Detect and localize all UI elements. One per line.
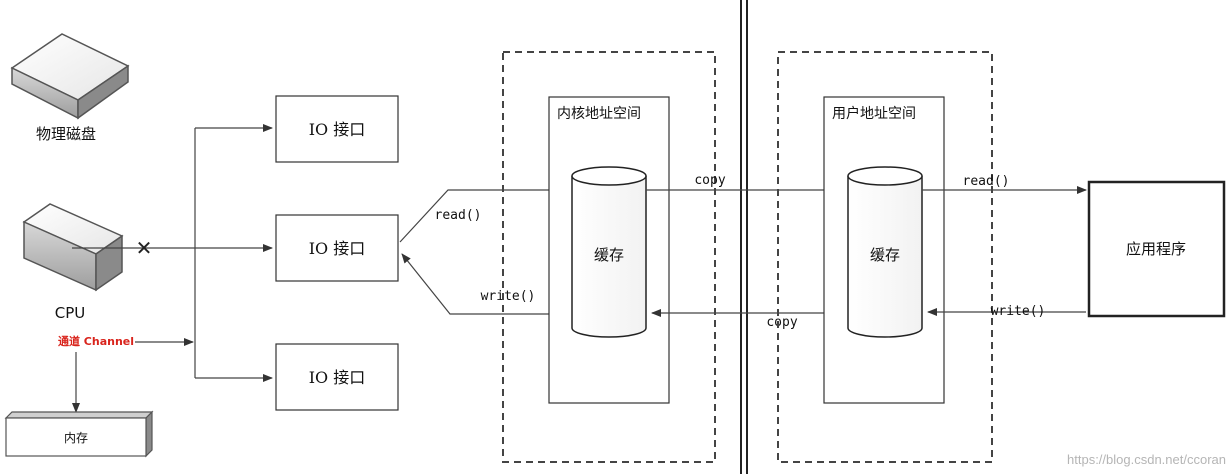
kernel-user-separator <box>740 0 748 474</box>
disk-label: 物理磁盘 <box>36 125 96 143</box>
user-buffer-label: 缓存 <box>870 246 900 264</box>
io-port-2: IO 接口 <box>275 214 399 282</box>
application-label: 应用程序 <box>1126 240 1186 258</box>
memory-icon <box>4 410 154 458</box>
read-kernel-label: read() <box>435 208 482 223</box>
kernel-buffer-label: 缓存 <box>594 246 624 264</box>
disk-icon <box>10 33 130 120</box>
user-space-title: 用户地址空间 <box>832 105 916 122</box>
io-port-3: IO 接口 <box>275 343 399 411</box>
copy-to-user-label: copy <box>694 173 725 188</box>
kernel-space-title: 内核地址空间 <box>557 106 641 122</box>
cpu-icon <box>22 203 124 292</box>
io-port-label: IO 接口 <box>309 239 366 258</box>
application-box <box>1087 180 1226 318</box>
memory-label: 内存 <box>64 431 88 445</box>
write-kernel-label: write() <box>481 289 536 304</box>
user-buffer-cylinder <box>847 166 923 338</box>
io-port-label: IO 接口 <box>309 368 366 387</box>
io-port-label: IO 接口 <box>309 120 366 139</box>
write-kernel-arrow <box>401 253 572 315</box>
cpu-label: CPU <box>55 304 86 322</box>
read-app-label: read() <box>963 174 1010 189</box>
io-port-1: IO 接口 <box>275 95 399 163</box>
channel-fanout <box>194 124 273 382</box>
kernel-buffer-cylinder <box>571 166 647 338</box>
write-app-label: write() <box>991 304 1046 319</box>
kernel-space-boundary <box>502 51 716 463</box>
watermark: https://blog.csdn.net/ccoran <box>1067 452 1226 467</box>
read-kernel-arrow <box>399 186 567 243</box>
channel-label: 通道 Channel <box>58 334 134 348</box>
copy-to-kernel-label: copy <box>766 315 797 330</box>
blocked-x-icon: ✕ <box>136 236 153 260</box>
